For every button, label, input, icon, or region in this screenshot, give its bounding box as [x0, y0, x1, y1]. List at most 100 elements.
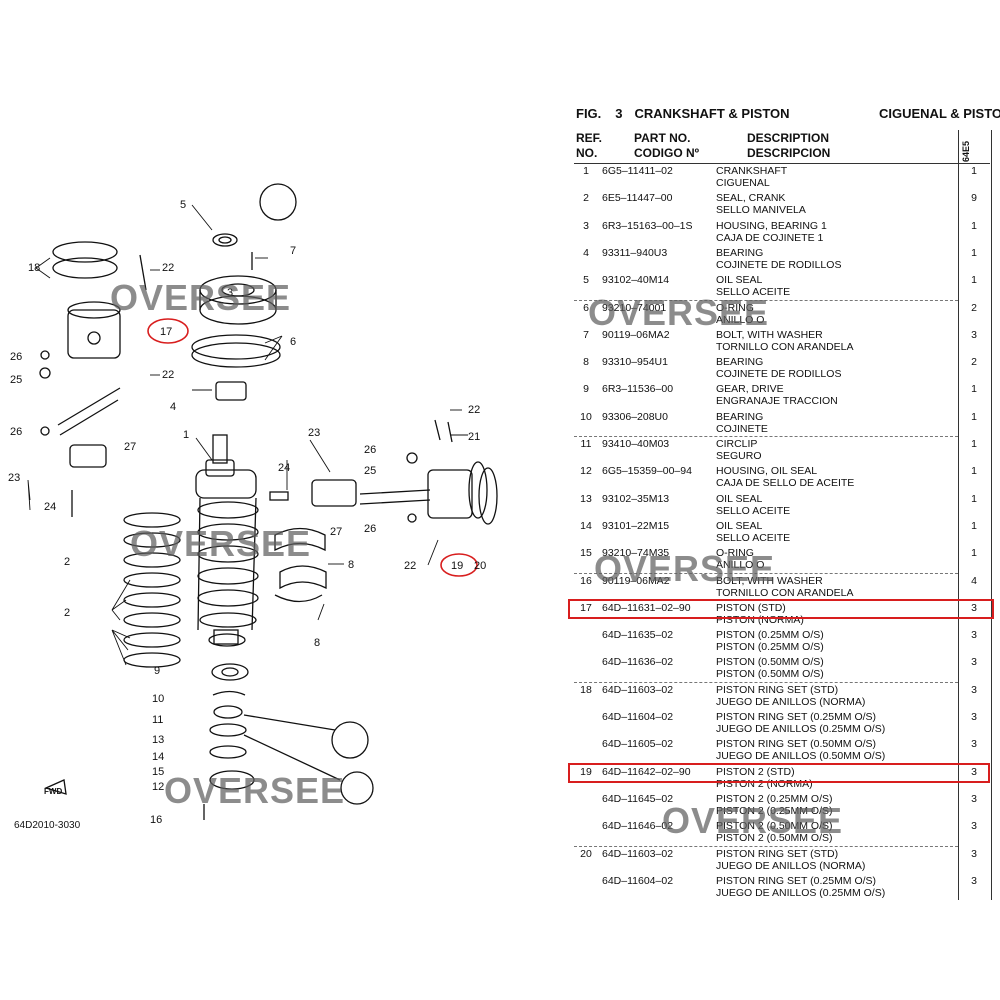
description-en: O-RING: [716, 547, 754, 560]
ref-no: 11: [580, 438, 592, 450]
part-no: 93102–35M13: [602, 492, 670, 505]
ref-no: 6: [583, 301, 589, 314]
part-no: 93101–22M15: [602, 519, 670, 532]
quantity: 3: [971, 874, 977, 887]
quantity: 1: [971, 492, 977, 505]
callout-27b: 27: [330, 526, 342, 538]
ref-no: 13: [580, 492, 592, 505]
model-column: [958, 130, 992, 900]
callout-26b: 26: [10, 426, 22, 438]
callout-17-highlight: [147, 318, 189, 344]
description-es: ANILLO O: [716, 313, 765, 326]
part-no: 64D–11636–02: [602, 656, 674, 669]
ref-no: 17: [580, 601, 592, 614]
crank-seal-stack: [123, 512, 181, 668]
ref-no: 9: [583, 383, 589, 396]
ref-no: 2: [583, 192, 589, 205]
quantity: 1: [971, 519, 977, 532]
description-en: PISTON 2 (0.25MM O/S): [716, 792, 833, 805]
header-rule: [574, 163, 990, 164]
part-no: 64D–11642–02–90: [602, 765, 691, 778]
description-en: CRANKSHAFT: [716, 165, 788, 177]
description-es: JUEGO DE ANILLOS (0.50MM O/S): [716, 750, 886, 763]
description-es: ENGRANAJE TRACCION: [716, 395, 838, 408]
description-en: CIRCLIP: [716, 438, 758, 450]
quantity: 3: [971, 765, 977, 778]
description-es: PISTON 2 (0.50MM O/S): [716, 832, 833, 845]
description-es: CAJA DE COJINETE 1: [716, 231, 824, 244]
callout-16: 16: [150, 814, 162, 826]
ref-no: 12: [580, 465, 592, 478]
quantity: 4: [971, 574, 977, 587]
part-no: 93311–940U3: [602, 246, 668, 259]
part-no: 6G5–15359–00–94: [602, 465, 692, 478]
part-no: 64D–11635–02: [602, 629, 674, 642]
quantity: 1: [971, 410, 977, 423]
piston-left-drawing: [39, 241, 147, 517]
fwd-label: FWD: [44, 787, 62, 796]
description-en: BOLT, WITH WASHER: [716, 328, 823, 341]
callout-23b: 23: [308, 427, 320, 439]
part-no: 64D–11604–02: [602, 874, 674, 887]
quantity: 1: [971, 246, 977, 259]
header-part-no: PART NO. CODIGO Nº: [634, 131, 700, 160]
callout-11: 11: [152, 714, 163, 726]
callout-27: 27: [124, 441, 136, 453]
piston-right-drawing: [269, 419, 498, 525]
description-en: HOUSING, BEARING 1: [716, 219, 827, 232]
description-en: PISTON (STD): [716, 601, 786, 614]
description-es: COJINETE DE RODILLOS: [716, 258, 842, 271]
quantity: 2: [971, 356, 977, 369]
header-ref: REF. NO.: [576, 131, 603, 160]
callout-26: 26: [10, 351, 22, 363]
callout-8b: 8: [314, 637, 320, 649]
part-no: 64D–11646–02: [602, 820, 674, 833]
description-es: SEGURO: [716, 450, 762, 462]
watermark: OVERSEE: [130, 523, 312, 564]
part-no: 93102–40M14: [602, 274, 670, 287]
group-separator: [574, 436, 958, 437]
callout-6: 6: [290, 336, 296, 348]
quantity: 1: [971, 547, 977, 560]
part-no: 93306–208U0: [602, 410, 668, 423]
part-no: 93310–954U1: [602, 356, 668, 369]
callout-12: 12: [152, 781, 164, 793]
bearing-8-drawing: [274, 527, 327, 603]
part-no: 90119–06MA2: [602, 328, 670, 341]
part-no: 64D–11631–02–90: [602, 601, 691, 614]
description-es: JUEGO DE ANILLOS (0.25MM O/S): [716, 886, 886, 899]
quantity: 1: [971, 383, 977, 396]
description-es: SELLO ACEITE: [716, 504, 791, 517]
part-no: 90119–06MA2: [602, 574, 670, 587]
quantity: 3: [971, 738, 977, 751]
callout-22b: 22: [162, 369, 174, 381]
quantity: 3: [971, 328, 977, 341]
model-code: 64E5: [961, 140, 971, 162]
callout-1: 1: [183, 429, 189, 441]
quantity: 1: [971, 219, 977, 232]
callout-13: 13: [152, 734, 164, 746]
part-no: 64D–11645–02: [602, 792, 674, 805]
description-en: SEAL, CRANK: [716, 192, 786, 205]
description-en: OIL SEAL: [716, 519, 763, 532]
watermark: OVERSEE: [588, 292, 770, 333]
description-en: BEARING: [716, 410, 764, 423]
part-no: 64D–11605–02: [602, 738, 674, 751]
ref-no: 10: [580, 410, 592, 423]
quantity: 1: [971, 465, 977, 478]
